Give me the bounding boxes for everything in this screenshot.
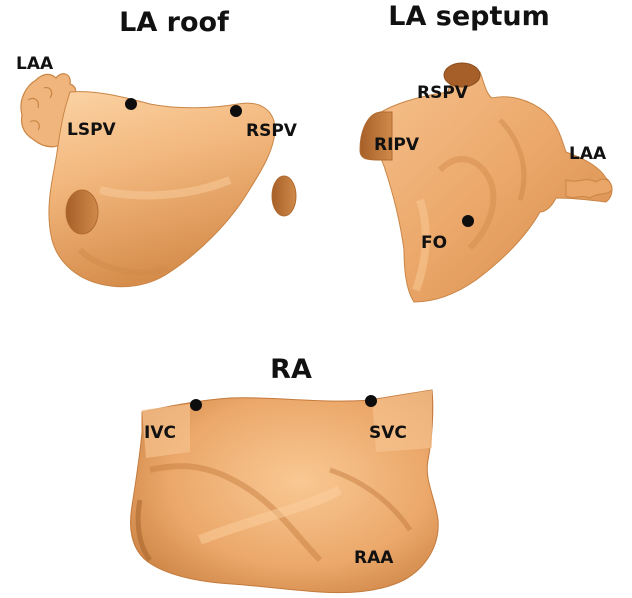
la-septum-label-ripv: RIPV bbox=[374, 135, 420, 155]
la-septum-surface bbox=[360, 63, 612, 302]
la-septum-label-fo: FO bbox=[421, 233, 447, 253]
la-septum-panel: LA septum RSPV RIPV LAA FO bbox=[360, 1, 612, 302]
la-septum-marker-fo bbox=[462, 215, 474, 227]
la-roof-title: LA roof bbox=[119, 7, 229, 38]
ra-label-raa: RAA bbox=[354, 548, 394, 568]
la-septum-label-rspv: RSPV bbox=[417, 83, 469, 103]
la-roof-marker-lspv bbox=[125, 98, 137, 110]
ra-marker-ivc bbox=[190, 399, 202, 411]
ra-panel: RA IVC SVC RAA bbox=[131, 354, 439, 593]
la-roof-label-rspv: RSPV bbox=[246, 121, 298, 141]
ra-marker-svc bbox=[365, 395, 377, 407]
la-roof-marker-rspv bbox=[230, 105, 242, 117]
la-roof-label-laa: LAA bbox=[16, 54, 54, 74]
la-septum-title: LA septum bbox=[388, 1, 549, 32]
ra-label-ivc: IVC bbox=[144, 423, 176, 443]
ra-label-svc: SVC bbox=[369, 423, 407, 443]
la-roof-panel: LA roof LAA LSPV RSPV bbox=[16, 7, 298, 287]
ra-title: RA bbox=[270, 354, 312, 385]
la-roof-label-lspv: LSPV bbox=[67, 120, 117, 140]
la-roof-surface bbox=[21, 74, 296, 287]
la-septum-label-laa: LAA bbox=[569, 144, 607, 164]
